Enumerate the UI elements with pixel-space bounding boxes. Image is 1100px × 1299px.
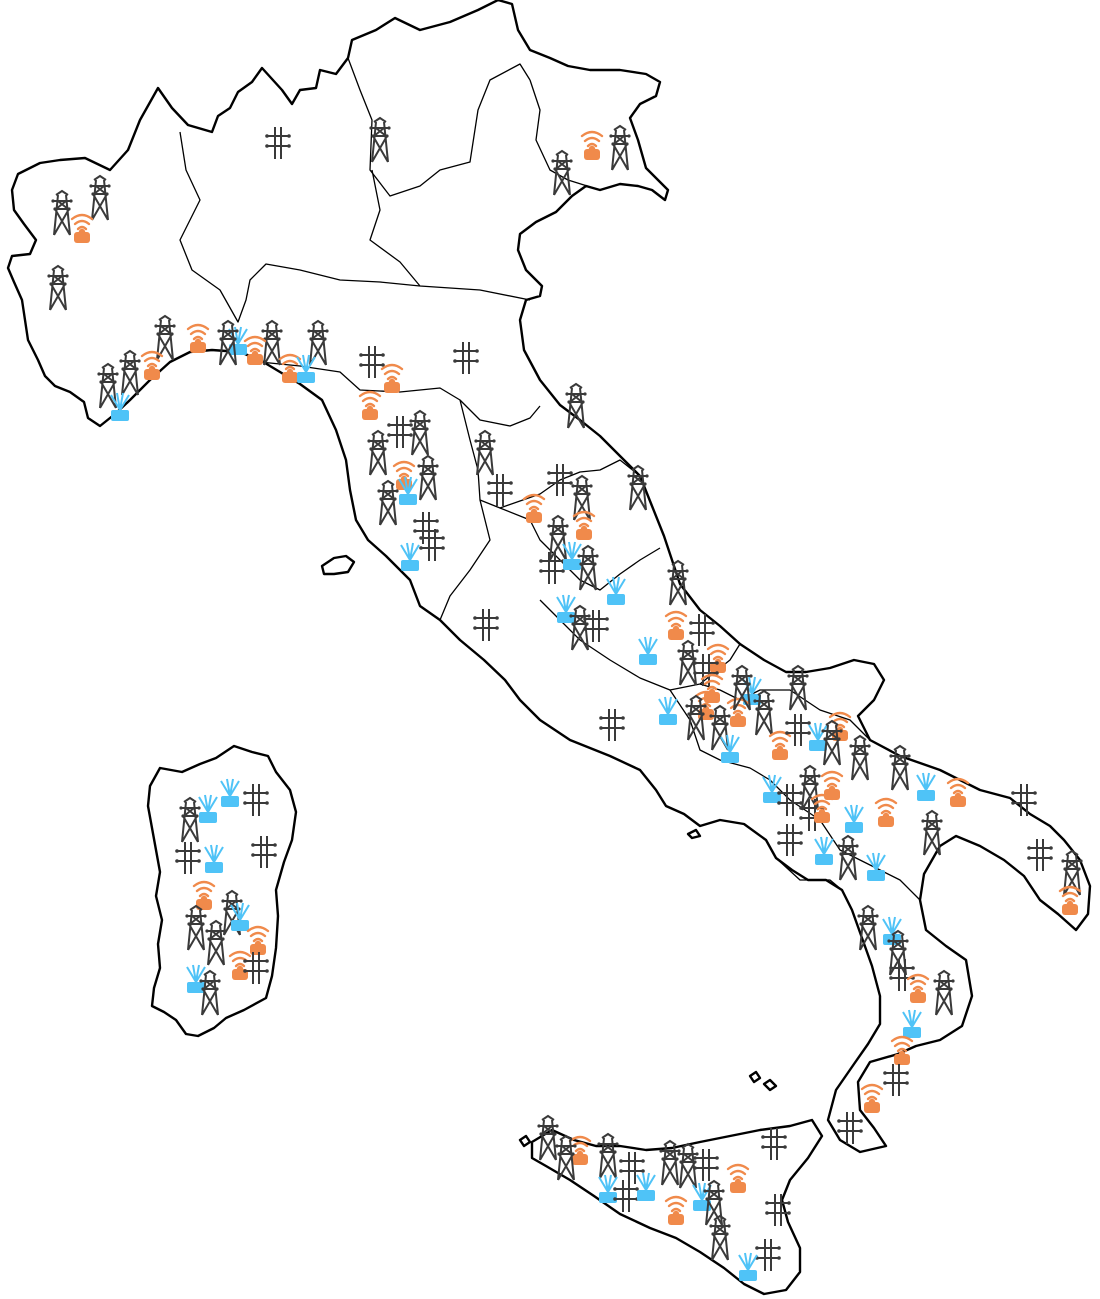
pole-icon	[882, 1063, 910, 1097]
sardinia-coastline	[146, 744, 298, 1038]
capri-island	[686, 828, 702, 840]
sicily-coastline	[530, 1118, 824, 1296]
aeolian-island-1	[748, 1070, 762, 1084]
aeolian-island-2	[762, 1078, 778, 1092]
aeolian-island-3	[518, 1134, 532, 1148]
elba-island	[320, 554, 356, 576]
orange-antenna-icon	[860, 1083, 884, 1115]
